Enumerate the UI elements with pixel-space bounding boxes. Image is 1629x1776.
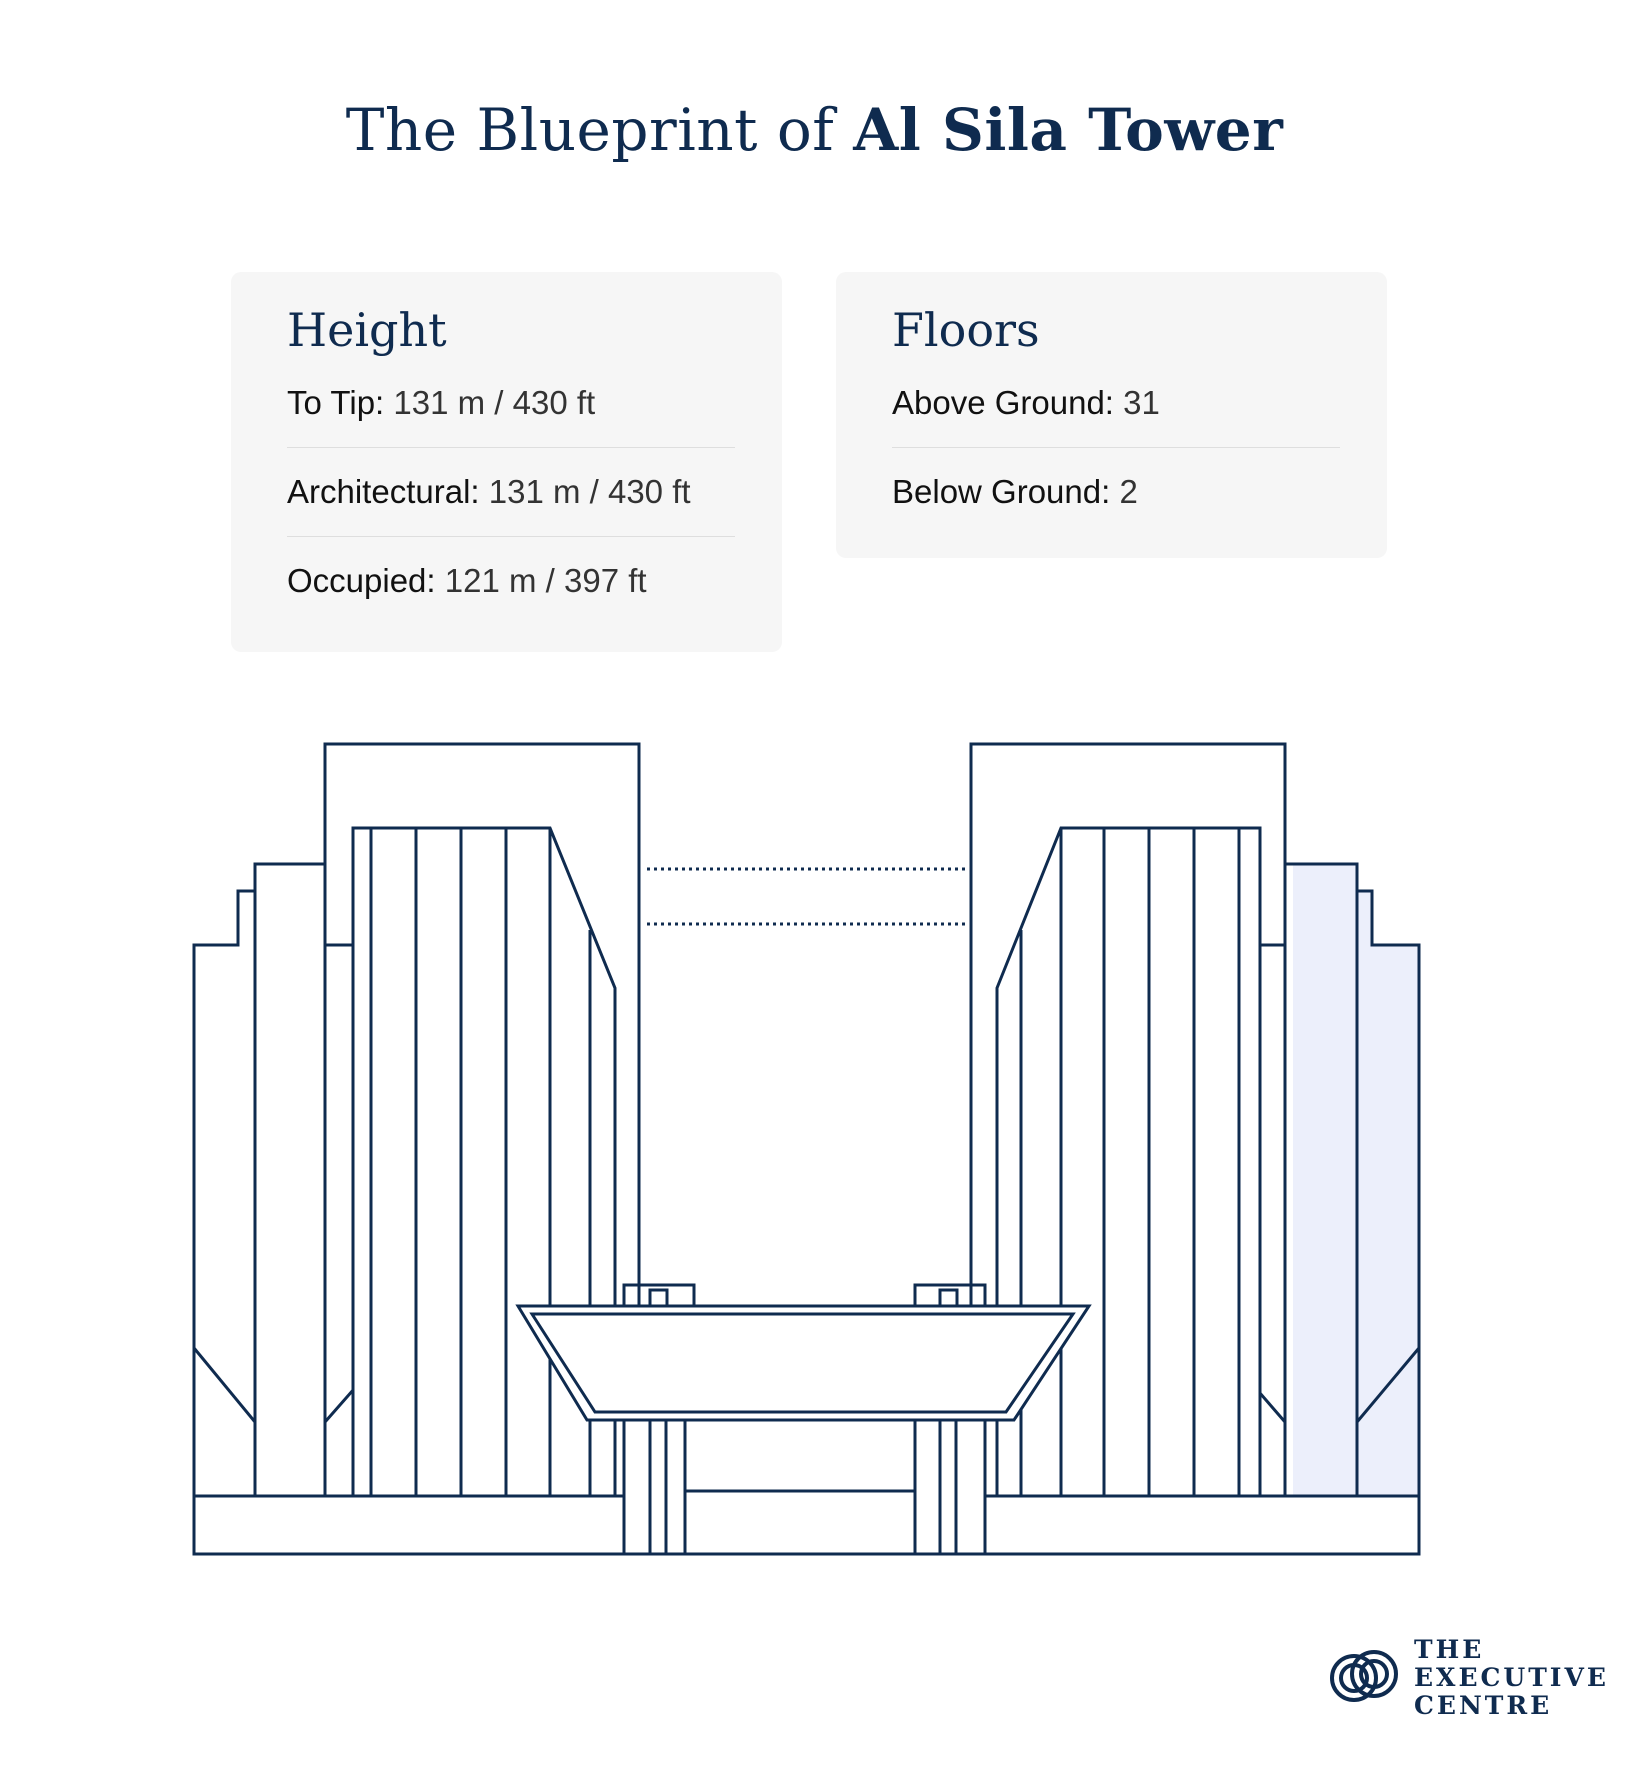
floors-row-below: Below Ground: 2: [892, 448, 1340, 536]
logo-line-centre: CENTRE: [1414, 1691, 1553, 1720]
logo-wordmark: THE EXECUTIVE CENTRE: [1414, 1636, 1609, 1720]
height-row-tip: To Tip: 131 m / 430 ft: [287, 359, 735, 448]
right-base-platform: [983, 1494, 1421, 1556]
floors-heading: Floors: [892, 303, 1040, 357]
row-value: 2: [1119, 472, 1138, 510]
row-label: Occupied:: [287, 561, 436, 599]
page-title: The Blueprint of Al Sila Tower: [0, 96, 1629, 164]
row-value: 31: [1123, 383, 1160, 421]
title-bold: Al Sila Tower: [853, 96, 1284, 164]
row-label: Architectural:: [287, 472, 480, 510]
height-row-architectural: Architectural: 131 m / 430 ft: [287, 448, 735, 537]
row-value: 121 m / 397 ft: [444, 561, 647, 599]
row-label: To Tip:: [287, 383, 385, 421]
height-row-occupied: Occupied: 121 m / 397 ft: [287, 537, 735, 625]
title-regular: The Blueprint of: [345, 96, 835, 164]
floors-card: Floors Above Ground: 31 Below Ground: 2: [836, 272, 1387, 558]
left-base-platform: [192, 1494, 626, 1556]
executive-centre-logo: THE EXECUTIVE CENTRE: [1326, 1636, 1606, 1720]
height-card: Height To Tip: 131 m / 430 ft Architectu…: [231, 272, 782, 652]
height-heading: Height: [287, 303, 447, 357]
logo-line-the: THE: [1414, 1635, 1485, 1664]
interlocking-knot-icon: [1330, 1650, 1398, 1702]
row-value: 131 m / 430 ft: [393, 383, 596, 421]
row-label: Below Ground:: [892, 472, 1111, 510]
row-value: 131 m / 430 ft: [488, 472, 691, 510]
floors-row-above: Above Ground: 31: [892, 359, 1340, 448]
logo-line-executive: EXECUTIVE: [1414, 1663, 1609, 1692]
podium-structure: [515, 1283, 1092, 1556]
row-label: Above Ground:: [892, 383, 1114, 421]
